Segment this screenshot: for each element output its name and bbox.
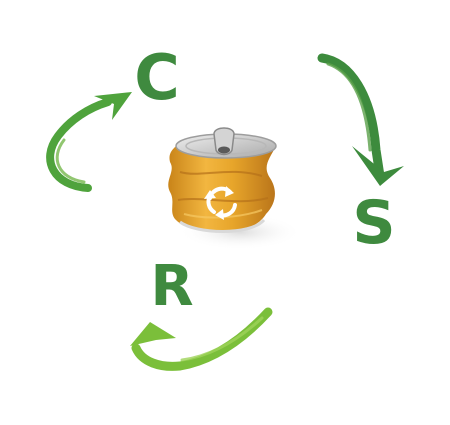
arrow-to-s	[317, 53, 404, 186]
letter-c: C	[134, 41, 180, 114]
arrow-to-c	[46, 92, 132, 192]
letter-r: R	[150, 254, 193, 319]
pull-tab-icon	[213, 127, 235, 156]
arrow-to-r	[130, 307, 273, 371]
letter-s: S	[352, 188, 395, 258]
crushed-can	[168, 127, 302, 250]
recycle-icon	[204, 186, 237, 220]
can-body	[168, 140, 276, 232]
